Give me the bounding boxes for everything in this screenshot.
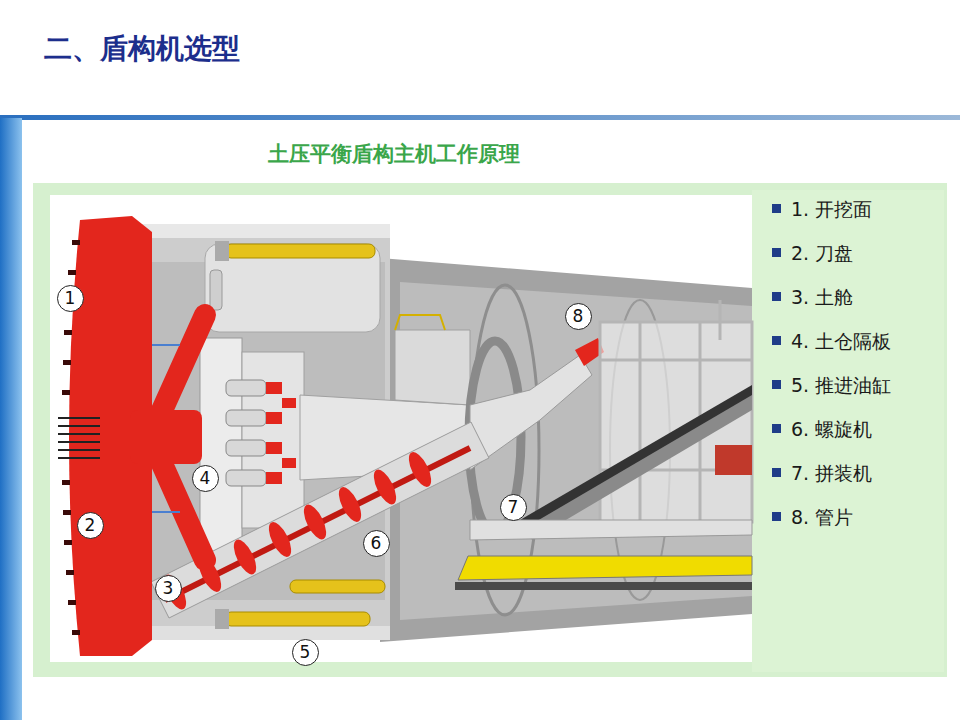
belt-conveyor bbox=[525, 395, 752, 540]
shield-shell bbox=[140, 626, 390, 640]
callout-number: 4 bbox=[200, 468, 211, 488]
backup-equipment bbox=[715, 445, 752, 475]
injection-pipe bbox=[152, 344, 180, 346]
key-item: 1. 开挖面 bbox=[772, 196, 872, 222]
bullet-square bbox=[772, 248, 781, 257]
bullet-square bbox=[772, 512, 781, 521]
belt-conveyor bbox=[520, 385, 752, 530]
bullet-square bbox=[772, 336, 781, 345]
rail-track bbox=[455, 582, 752, 590]
injection-pipe bbox=[152, 511, 180, 513]
bullet-square bbox=[772, 292, 781, 301]
key-text: 3. 土舱 bbox=[791, 286, 853, 308]
callout-number: 6 bbox=[371, 533, 382, 553]
callout-number: 8 bbox=[573, 306, 584, 326]
drive-housing bbox=[205, 244, 380, 332]
key-text: 8. 管片 bbox=[791, 506, 853, 528]
callout-circle: 6 bbox=[363, 530, 390, 557]
bullet-square bbox=[772, 204, 781, 213]
rail-track bbox=[458, 556, 752, 580]
figure-panel bbox=[33, 183, 947, 677]
key-text: 2. 刀盘 bbox=[791, 242, 853, 264]
callout-circle: 7 bbox=[500, 494, 527, 521]
callout-circle: 8 bbox=[565, 303, 592, 330]
shield-shell bbox=[140, 224, 390, 238]
header-rule bbox=[0, 115, 960, 120]
key-text: 7. 拼装机 bbox=[791, 462, 872, 484]
erector-arm bbox=[470, 355, 592, 470]
key-item: 4. 土仓隔板 bbox=[772, 328, 891, 354]
figure-heading: 土压平衡盾构主机工作原理 bbox=[268, 140, 520, 168]
slide-title: 二、盾构机选型 bbox=[44, 30, 240, 68]
callout-circle: 4 bbox=[192, 465, 219, 492]
key-item: 6. 螺旋机 bbox=[772, 416, 872, 442]
side-bar bbox=[0, 118, 22, 720]
drive-motors bbox=[226, 380, 296, 486]
key-item: 8. 管片 bbox=[772, 504, 853, 530]
drive-housing bbox=[210, 270, 222, 310]
erector-frame bbox=[395, 330, 470, 405]
callout-circle: 1 bbox=[57, 285, 84, 312]
callout-circle: 5 bbox=[292, 639, 319, 666]
key-item: 5. 推进油缸 bbox=[772, 372, 891, 398]
center-cutter bbox=[58, 418, 100, 458]
key-item: 3. 土舱 bbox=[772, 284, 853, 310]
screw-conveyor bbox=[159, 448, 470, 613]
callout-number: 3 bbox=[163, 578, 174, 598]
cutter-hub bbox=[130, 410, 202, 464]
key-item: 7. 拼装机 bbox=[772, 460, 872, 486]
bullet-square bbox=[772, 424, 781, 433]
callout-circle: 3 bbox=[155, 575, 182, 602]
callout-circle: 2 bbox=[77, 512, 104, 539]
key-panel bbox=[752, 190, 944, 672]
callout-number: 2 bbox=[85, 515, 96, 535]
key-item: 2. 刀盘 bbox=[772, 240, 853, 266]
key-text: 5. 推进油缸 bbox=[791, 374, 891, 396]
key-text: 1. 开挖面 bbox=[791, 198, 872, 220]
key-text: 4. 土仓隔板 bbox=[791, 330, 891, 352]
bullet-square bbox=[772, 380, 781, 389]
bullet-square bbox=[772, 468, 781, 477]
handrail bbox=[395, 315, 445, 330]
callout-number: 5 bbox=[300, 642, 311, 662]
picture-ground bbox=[50, 195, 752, 662]
key-text: 6. 螺旋机 bbox=[791, 418, 872, 440]
callout-number: 7 bbox=[508, 497, 519, 517]
callout-number: 1 bbox=[65, 288, 76, 308]
gantry-deck bbox=[470, 520, 752, 540]
